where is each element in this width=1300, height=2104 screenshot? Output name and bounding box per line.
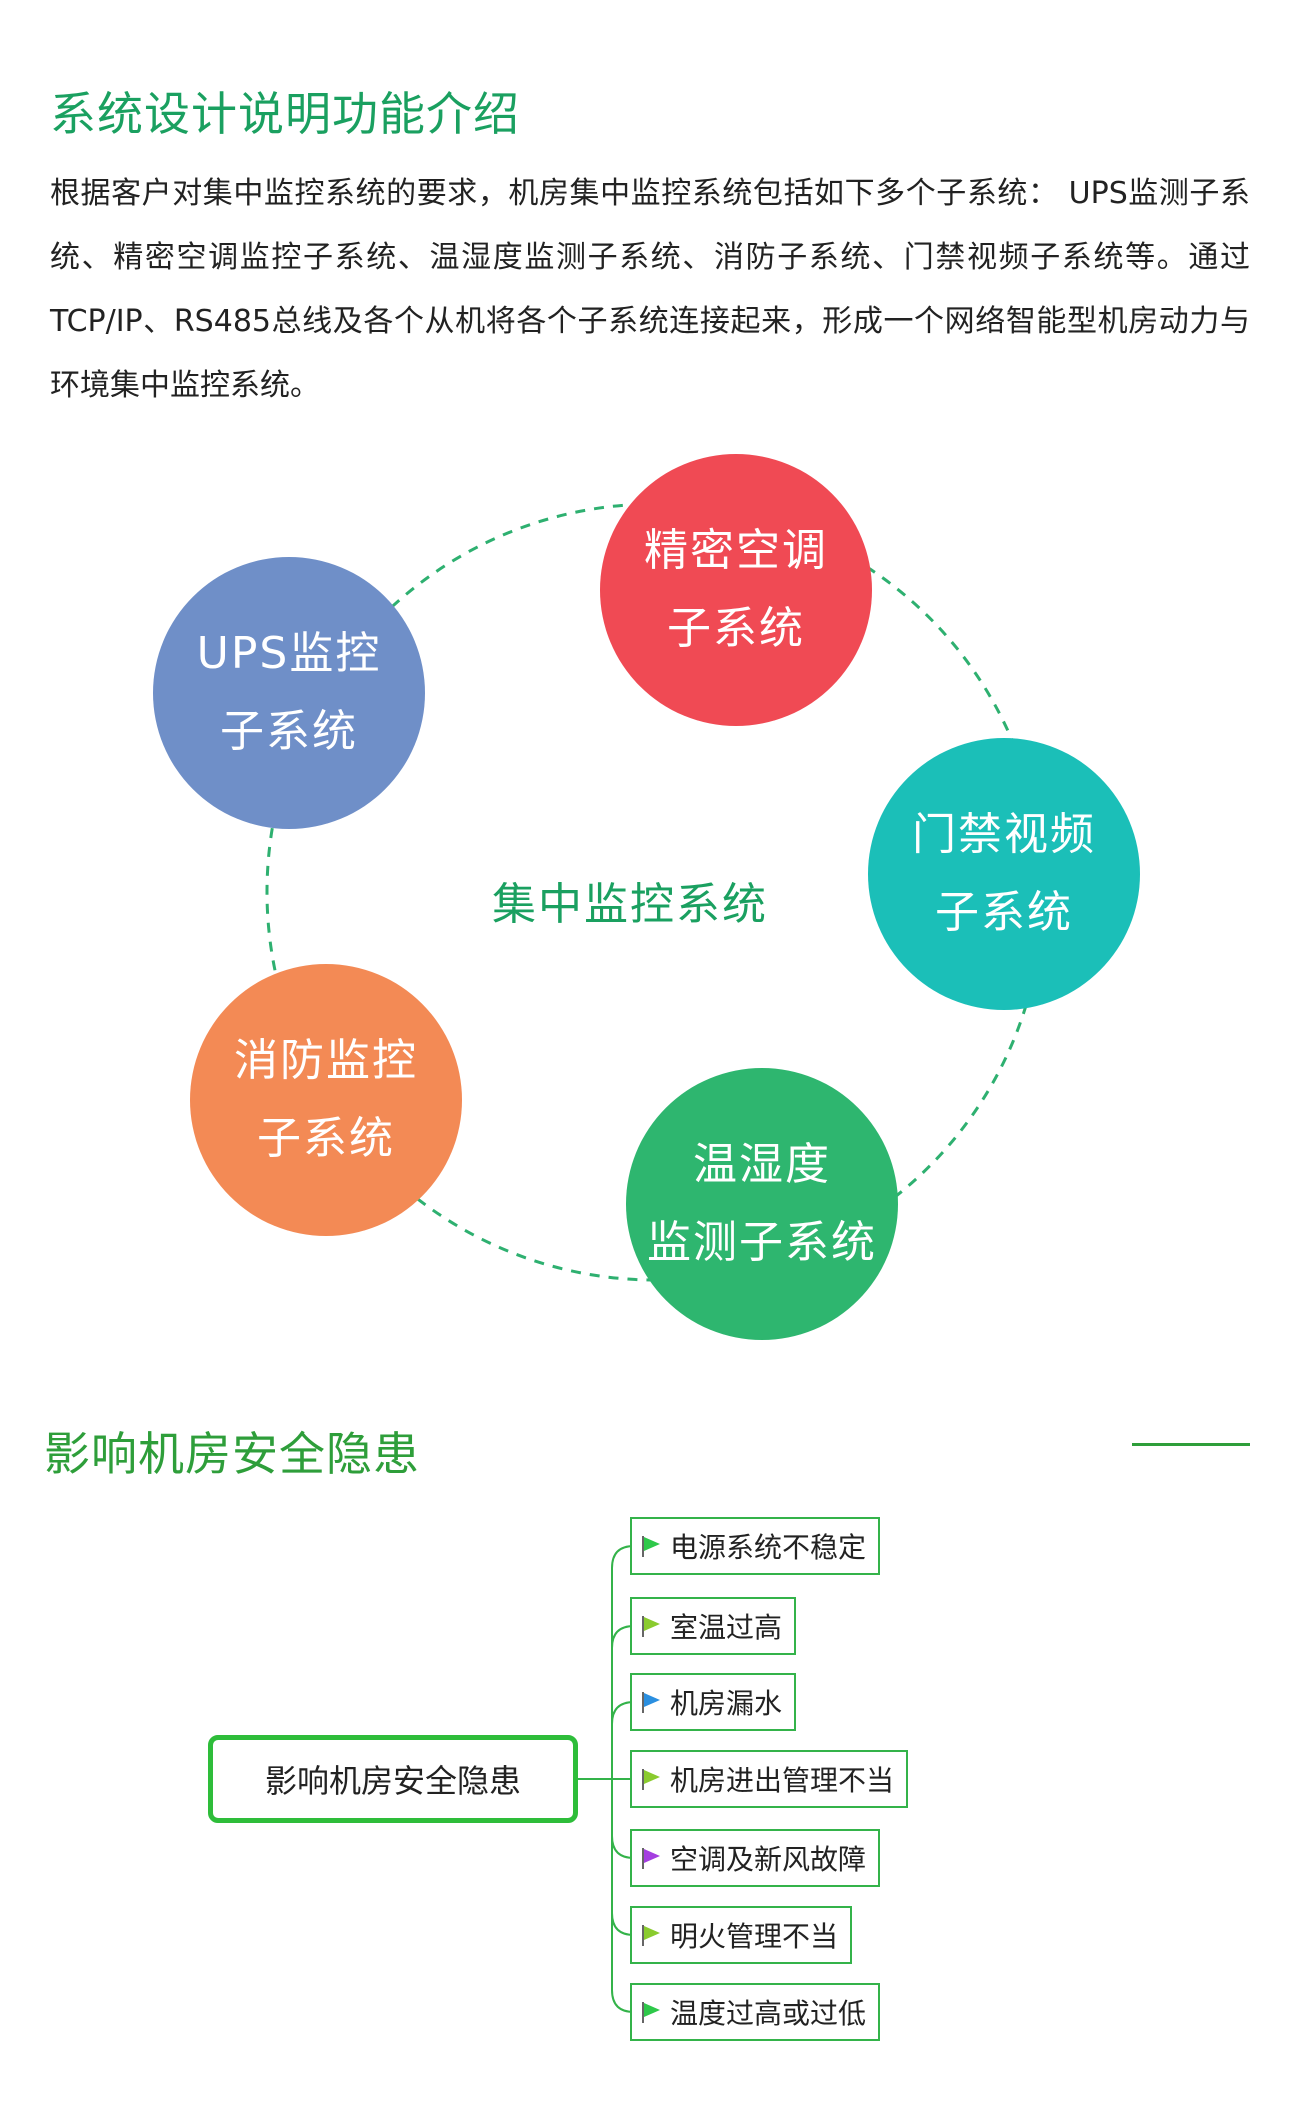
- branch-item: 明火管理不当: [630, 1906, 853, 1964]
- section-title-system-design: 系统设计说明功能介绍: [50, 87, 520, 141]
- node-ups-label: UPS监控 子系统: [196, 628, 382, 757]
- intro-paragraph: 根据客户对集中监控系统的要求，机房集中监控系统包括如下多个子系统： UPS监测子…: [50, 176, 1250, 403]
- node-access-video-label: 门禁视频 子系统: [912, 809, 1096, 938]
- node-fire-label: 消防监控 子系统: [234, 1035, 418, 1164]
- node-ups-subsystem: UPS监控 子系统: [153, 557, 425, 829]
- branch-item: 空调及新风故障: [630, 1829, 881, 1887]
- branch-item: 温度过高或过低: [630, 1983, 881, 2041]
- flag-icon: [640, 1846, 662, 1870]
- title-divider-line: [1132, 1443, 1250, 1446]
- node-access-video-subsystem: 门禁视频 子系统: [868, 738, 1140, 1010]
- flag-icon: [640, 1690, 662, 1714]
- node-fire-subsystem: 消防监控 子系统: [190, 964, 462, 1236]
- branch-label: 机房进出管理不当: [670, 1764, 895, 1797]
- branch-label: 机房漏水: [670, 1687, 783, 1720]
- branch-label: 电源系统不稳定: [670, 1531, 867, 1564]
- node-temp-humidity-label: 温湿度 监测子系统: [647, 1139, 877, 1268]
- node-precision-ac-label: 精密空调 子系统: [644, 525, 828, 654]
- branch-item: 电源系统不稳定: [630, 1517, 881, 1575]
- flag-icon: [640, 1534, 662, 1558]
- node-precision-ac-subsystem: 精密空调 子系统: [600, 454, 872, 726]
- branch-item: 室温过高: [630, 1597, 797, 1655]
- flag-icon: [640, 1614, 662, 1638]
- flag-icon: [640, 1767, 662, 1791]
- branch-label: 温度过高或过低: [670, 1997, 867, 2030]
- flag-icon: [640, 2000, 662, 2024]
- branch-item: 机房漏水: [630, 1673, 797, 1731]
- node-temp-humidity-subsystem: 温湿度 监测子系统: [626, 1068, 898, 1340]
- connector-line: [611, 1779, 635, 2013]
- center-label: 集中监控系统: [492, 879, 768, 930]
- branch-label: 室温过高: [670, 1611, 783, 1644]
- branch-item: 机房进出管理不当: [630, 1750, 909, 1808]
- branch-label: 空调及新风故障: [670, 1843, 867, 1876]
- flag-icon: [640, 1923, 662, 1947]
- section-title-risks: 影响机房安全隐患: [44, 1427, 420, 1481]
- branch-label: 明火管理不当: [670, 1920, 839, 1953]
- mind-map-root: 影响机房安全隐患: [208, 1735, 578, 1823]
- connector-line: [611, 1545, 635, 1779]
